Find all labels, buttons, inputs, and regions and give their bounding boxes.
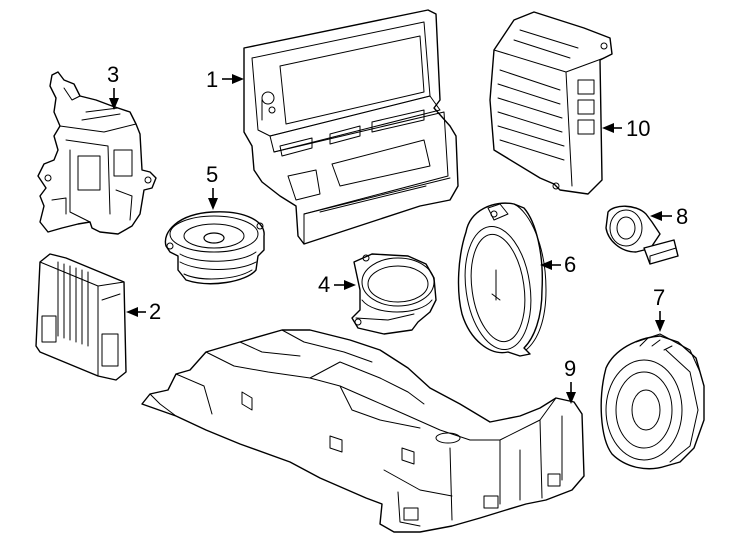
part-1-display-console	[243, 9, 459, 245]
callout-2-label: 2	[149, 299, 161, 324]
callout-10-label: 10	[626, 116, 650, 141]
callout-9: 9	[564, 356, 576, 404]
part-8-small-speaker	[605, 205, 679, 265]
callout-5-label: 5	[206, 162, 218, 187]
part-5-speaker	[164, 211, 265, 285]
part-3-bracket-module	[37, 71, 157, 235]
callout-3: 3	[107, 62, 119, 110]
callout-9-label: 9	[564, 356, 576, 381]
part-10-receiver-module	[489, 11, 613, 195]
callout-3-label: 3	[107, 62, 119, 87]
part-6-large-speaker	[457, 202, 547, 357]
callout-4: 4	[318, 272, 356, 297]
callout-7-label: 7	[653, 285, 665, 310]
part-4-tweeter	[351, 253, 437, 335]
callout-1-label: 1	[206, 67, 218, 92]
callout-1: 1	[206, 67, 244, 92]
callout-10: 10	[602, 116, 650, 141]
callout-8-label: 8	[676, 204, 688, 229]
callout-5: 5	[206, 162, 218, 210]
part-7-door-speaker	[600, 333, 705, 470]
part-9-subwoofer-enclosure	[141, 329, 585, 533]
callout-7: 7	[653, 285, 665, 332]
part-2-amplifier	[35, 253, 127, 381]
callout-6: 6	[540, 252, 576, 277]
callout-4-label: 4	[318, 272, 330, 297]
callout-6-label: 6	[564, 252, 576, 277]
callout-8: 8	[650, 204, 688, 229]
callout-2: 2	[126, 299, 161, 324]
